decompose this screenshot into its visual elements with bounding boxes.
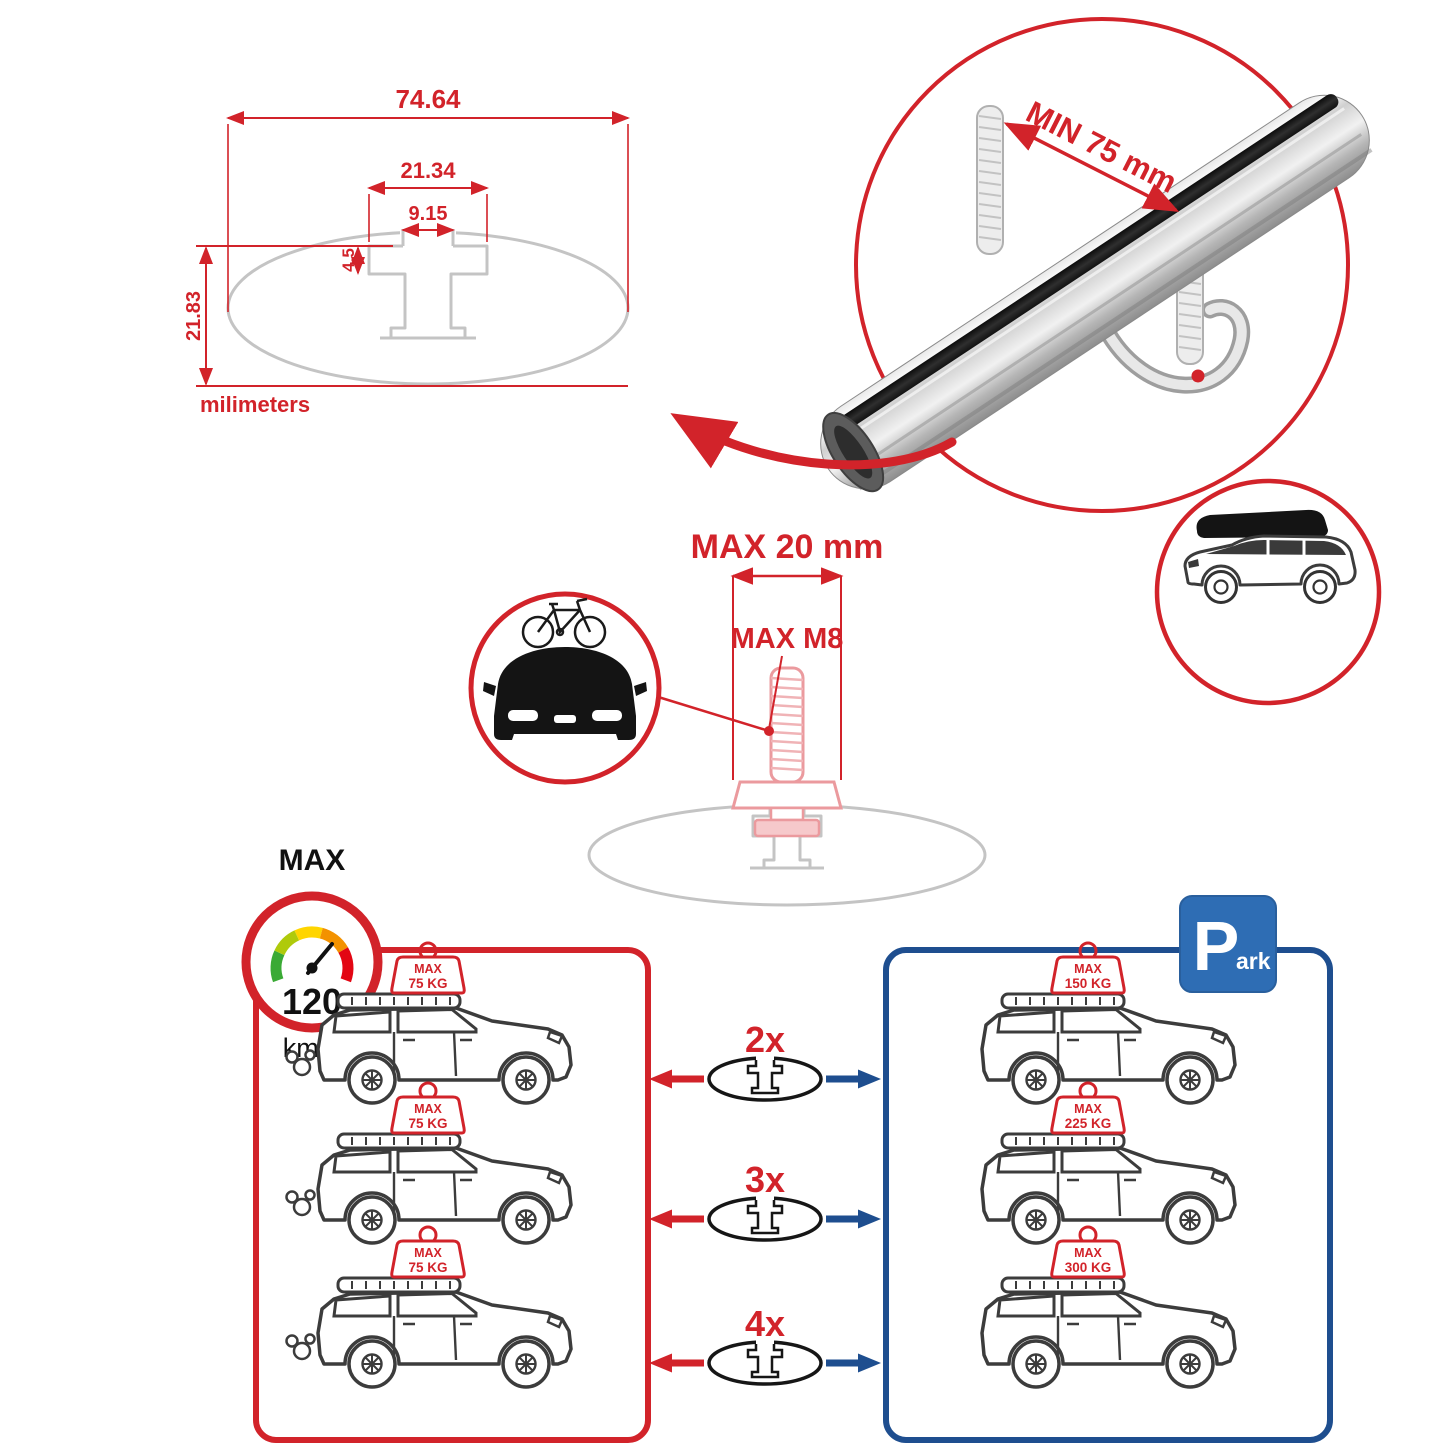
load-capacity-section: MAX 120 km/h P ark — [241, 844, 1333, 1443]
tag-max-label: MAX — [414, 1102, 442, 1116]
tag-max-label: MAX — [1074, 1246, 1102, 1260]
roof-box-icon — [1196, 509, 1328, 538]
right-arrow-icon — [826, 1069, 881, 1089]
max-bolt-width-label: MAX 20 mm — [691, 528, 884, 566]
tag-weight-label: 225 KG — [1065, 1116, 1112, 1131]
bicycle-icon — [521, 597, 607, 649]
load-tag: MAX 75 KG — [390, 1081, 466, 1135]
bike-car-badge — [468, 591, 662, 785]
right-arrow-icon — [826, 1353, 881, 1373]
pointer-arrow-to-diagram — [670, 413, 957, 470]
left-arrow-icon — [649, 1209, 704, 1229]
capacity-row: MAX 75 KG MAX 225 KG 3x — [285, 1081, 1236, 1243]
parking-suffix: ark — [1236, 948, 1271, 974]
crossbar-section-icon — [707, 1340, 823, 1386]
tag-weight-label: 300 KG — [1065, 1260, 1112, 1275]
tag-weight-label: 75 KG — [408, 1260, 447, 1275]
attachment-point-dot — [1191, 369, 1205, 383]
max-thread-label: MAX M8 — [731, 623, 844, 655]
load-tag: MAX 75 KG — [390, 1225, 466, 1279]
tag-weight-label: 75 KG — [408, 976, 447, 991]
clamp-strap — [1096, 298, 1251, 394]
bolt-width-dimension — [654, 567, 844, 780]
capacity-row: MAX 75 KG MAX 150 KG 2x — [285, 941, 1236, 1103]
crossbar-section-icon — [707, 1196, 823, 1242]
bolt-detail-view: MAX 20 mm MAX M8 — [468, 528, 987, 907]
mounting-bolt — [731, 666, 843, 838]
dim-channel-width-label: 21.34 — [400, 158, 456, 183]
profile-dimension-diagram: 74.64 21.34 9.15 4.5 21.83 milimeters — [183, 84, 630, 417]
bolt-point-dot — [764, 726, 774, 736]
dim-lip-depth-label: 4.5 — [339, 248, 358, 272]
tag-max-label: MAX — [414, 962, 442, 976]
roofbox-car-badge — [1154, 478, 1382, 706]
car-front-icon — [483, 647, 647, 740]
dim-height-label: 21.83 — [183, 291, 205, 341]
clamp-rod-left — [976, 105, 1004, 255]
left-arrow-icon — [649, 1353, 704, 1373]
tag-max-label: MAX — [1074, 1102, 1102, 1116]
tag-weight-label: 150 KG — [1065, 976, 1112, 991]
speed-max-label: MAX — [279, 844, 346, 877]
tag-max-label: MAX — [1074, 962, 1102, 976]
load-tag: MAX 75 KG — [390, 941, 466, 995]
aluminum-crossbar — [820, 94, 1373, 493]
tag-weight-label: 75 KG — [408, 1116, 447, 1131]
capacity-row: MAX 75 KG MAX 300 KG 4x — [285, 1225, 1236, 1387]
row-count-label: 2x — [745, 1019, 785, 1060]
load-tag: MAX 300 KG — [1050, 1225, 1126, 1279]
load-tag: MAX 225 KG — [1050, 1081, 1126, 1135]
dim-slot-width-label: 9.15 — [409, 203, 448, 225]
left-arrow-icon — [649, 1069, 704, 1089]
gauge-arc — [270, 926, 354, 983]
right-arrow-icon — [826, 1209, 881, 1229]
tag-max-label: MAX — [414, 1246, 442, 1260]
crossbar-section-icon — [707, 1056, 823, 1102]
crossbar-section-drawing — [226, 220, 630, 386]
parking-sign: P ark — [1179, 895, 1277, 993]
row-count-label: 3x — [745, 1159, 785, 1200]
parking-letter: P — [1193, 907, 1240, 985]
crossbar-detail-view: MIN 75 mm — [670, 17, 1382, 706]
dimension-annotations — [196, 111, 630, 387]
units-label: milimeters — [200, 392, 310, 417]
load-tag: MAX 150 KG — [1050, 941, 1126, 995]
wheel-icon — [1204, 570, 1337, 604]
dim-total-width-label: 74.64 — [395, 84, 461, 114]
row-count-label: 4x — [745, 1303, 785, 1344]
